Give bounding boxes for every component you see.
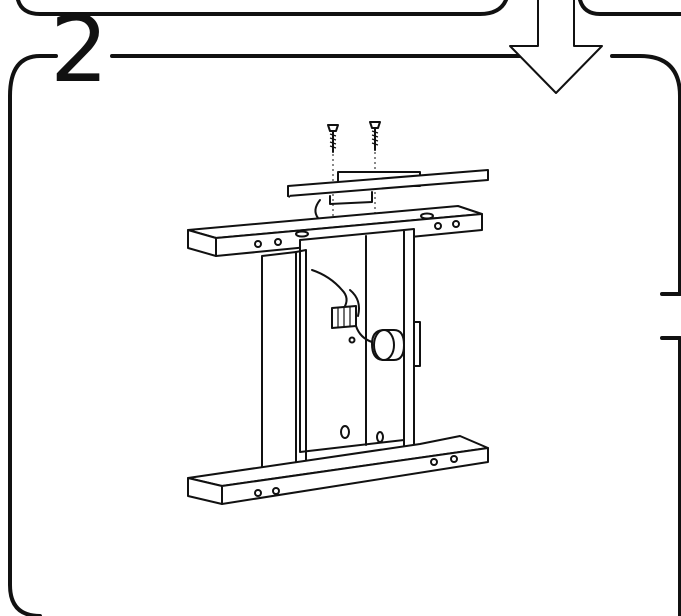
mounting-bracket xyxy=(287,169,489,219)
back-panel xyxy=(299,229,405,453)
screw-icon xyxy=(327,124,339,230)
down-arrow-icon xyxy=(509,0,603,94)
driver-unit xyxy=(371,329,405,361)
bottom-board xyxy=(187,435,489,505)
screw-icon xyxy=(369,121,381,228)
step-number: 2 xyxy=(50,0,109,103)
wire-connector xyxy=(311,269,373,344)
step-frame xyxy=(8,54,681,616)
previous-step-frame xyxy=(16,0,681,16)
right-post xyxy=(403,228,421,449)
